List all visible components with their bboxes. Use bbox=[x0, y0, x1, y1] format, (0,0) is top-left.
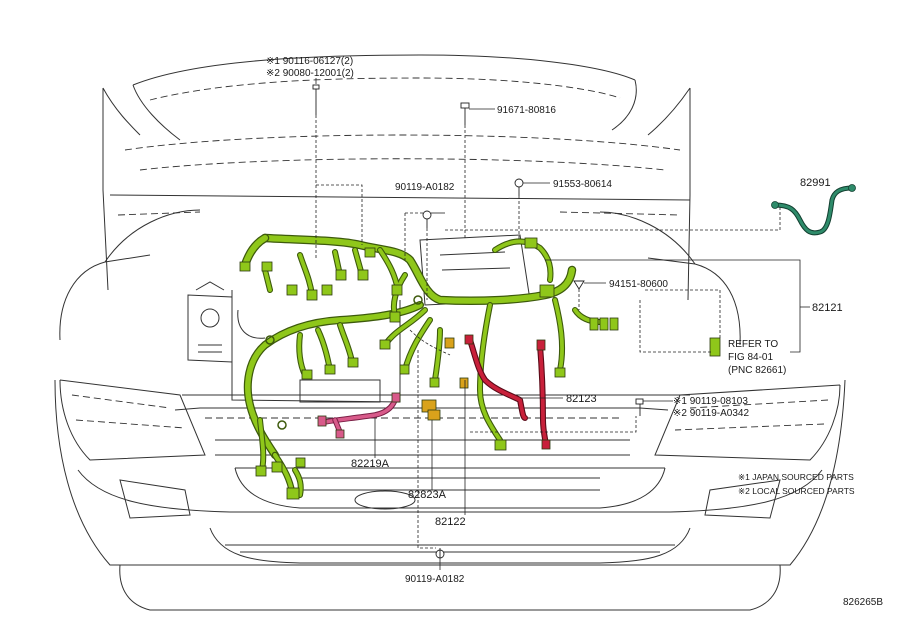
label-82122: 82122 bbox=[435, 516, 466, 528]
grommet-icon bbox=[265, 295, 423, 430]
connector-icon bbox=[239, 237, 721, 500]
label-ref2-line2: ※2 90119-A0342 bbox=[673, 408, 749, 419]
wire-harness-82219a bbox=[317, 392, 401, 439]
label-ref1-line2: ※2 90080-12001(2) bbox=[266, 68, 354, 79]
wire-harness-82123 bbox=[464, 334, 551, 450]
label-refer-line2: FIG 84-01 bbox=[728, 352, 773, 363]
label-82121: 82121 bbox=[812, 302, 843, 314]
bolt-icon bbox=[312, 84, 644, 559]
label-82823a: 82823A bbox=[408, 489, 447, 501]
label-90119-a0182-top: 90119-A0182 bbox=[395, 182, 455, 193]
label-90119-a0182-bottom: 90119-A0182 bbox=[405, 574, 465, 585]
label-91553-80614: 91553-80614 bbox=[553, 179, 612, 190]
engine-wire-harness-82121 bbox=[239, 233, 721, 500]
wire-harness-82991 bbox=[771, 184, 856, 236]
label-ref2-line1: ※1 90119-08103 bbox=[673, 396, 748, 407]
label-91671-80816: 91671-80816 bbox=[497, 105, 556, 116]
leader-lines bbox=[315, 78, 810, 570]
label-82991: 82991 bbox=[800, 177, 831, 189]
legend-local-sourced: ※2 LOCAL SOURCED PARTS bbox=[738, 486, 855, 496]
legend-japan-sourced: ※1 JAPAN SOURCED PARTS bbox=[738, 472, 854, 482]
figure-code: 826265B bbox=[843, 597, 883, 608]
label-refer-line1: REFER TO bbox=[728, 339, 778, 350]
label-ref1-line1: ※1 90116-06127(2) bbox=[266, 56, 353, 67]
part-labels: ※1 90116-06127(2) ※2 90080-12001(2) 9167… bbox=[266, 56, 883, 608]
label-82123: 82123 bbox=[566, 393, 597, 405]
label-94151-80600: 94151-80600 bbox=[609, 279, 668, 290]
connector-icon bbox=[421, 337, 469, 421]
label-82219a: 82219A bbox=[351, 458, 390, 470]
label-refer-line3: (PNC 82661) bbox=[728, 365, 786, 376]
